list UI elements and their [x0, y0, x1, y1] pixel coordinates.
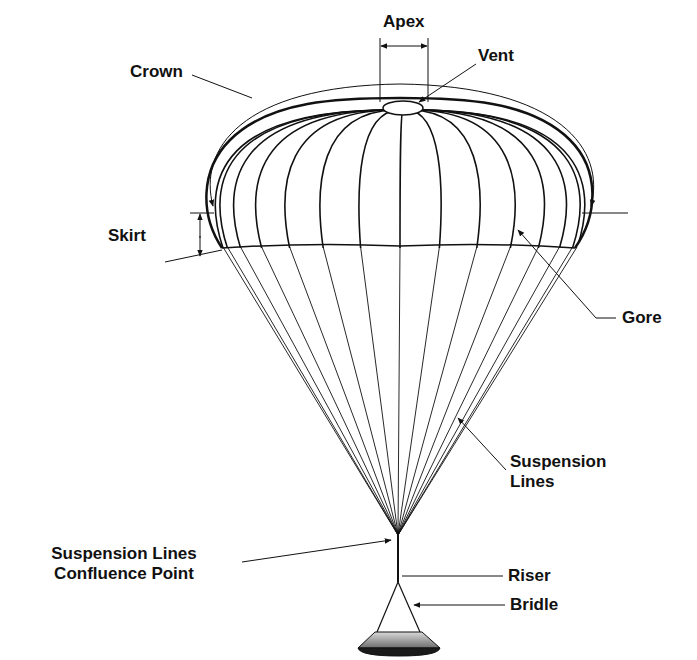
crown-extension [582, 213, 628, 214]
suspension-line [323, 247, 398, 535]
suspension-line [398, 247, 559, 535]
suspension-line [398, 247, 510, 535]
suspension-line [398, 247, 400, 535]
gore-seam [234, 110, 385, 248]
suspension-line [241, 247, 398, 535]
gore-seam [285, 110, 391, 248]
vent-opening [383, 101, 423, 115]
bridle-leader [414, 605, 505, 606]
vent-leader [419, 64, 476, 102]
part-label: Apex [383, 12, 443, 32]
gore-leader [518, 230, 616, 318]
skirt-dimension [200, 214, 201, 238]
part-label: Suspension Lines Confluence Point [10, 544, 238, 584]
suspension-lines [223, 247, 577, 535]
confluence-leader [242, 540, 391, 562]
gore-seam [407, 110, 441, 248]
riser-leader [402, 576, 503, 577]
part-label: Suspension Lines [510, 452, 625, 492]
bridle-line [398, 582, 420, 632]
part-label: Vent [478, 46, 538, 66]
suspension-line [262, 247, 398, 535]
part-label: Bridle [510, 595, 580, 615]
suspension-line [361, 247, 398, 535]
skirt-dimension [200, 236, 201, 256]
gore-seams [215, 110, 584, 248]
gore-seam [320, 110, 394, 248]
part-label: Riser [508, 566, 578, 586]
apex-dimension [381, 46, 427, 47]
crown-leader [192, 75, 252, 98]
skirt-extension [190, 213, 214, 214]
capsule-body [358, 632, 440, 648]
suspension-line [398, 247, 477, 535]
suspension-line [398, 247, 577, 535]
gore-seam [421, 110, 566, 248]
suspension-line [227, 247, 398, 535]
riser-line [397, 535, 399, 582]
part-label: Skirt [108, 226, 168, 246]
gore-seam [419, 110, 545, 248]
skirt-hem [222, 244, 575, 248]
heat-shield [358, 648, 440, 656]
part-label: Crown [130, 62, 200, 82]
canopy-outline [206, 98, 592, 248]
skirt-extension [165, 250, 222, 262]
apex-extension [428, 38, 429, 102]
suspension-leader [458, 418, 506, 470]
gore-seam [422, 110, 580, 248]
apex-extension [380, 38, 381, 102]
gore-seam [359, 110, 399, 248]
gore-seam [400, 110, 403, 248]
suspension-line [223, 247, 398, 535]
part-label: Gore [622, 308, 692, 328]
suspension-line [398, 247, 538, 535]
gore-seam [415, 110, 515, 248]
bridle-line [377, 582, 398, 632]
gore-seam [412, 110, 480, 248]
suspension-line [398, 247, 573, 535]
crown-bracket [210, 84, 594, 206]
suspension-line [290, 247, 398, 535]
